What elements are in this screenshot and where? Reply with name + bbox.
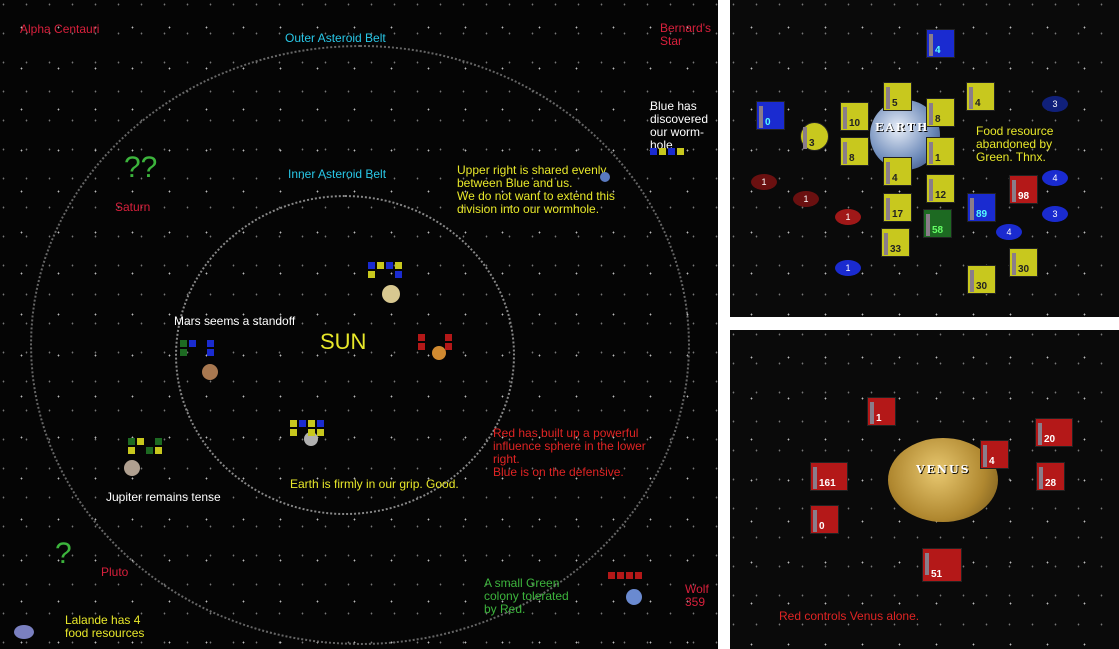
star-lalande[interactable] — [14, 625, 34, 639]
unit[interactable]: 30 — [967, 265, 996, 294]
venus-detail-panel[interactable]: VENUS Red controls Venus alone. 1 161 0 … — [730, 330, 1119, 649]
unit[interactable]: 4 — [883, 157, 912, 186]
unit[interactable]: 98 — [1009, 175, 1038, 204]
label-bernards-star: Bernard's Star — [660, 21, 711, 48]
earth-name: EARTH — [875, 121, 930, 134]
venus-name: VENUS — [916, 463, 971, 476]
unit[interactable]: 161 — [810, 462, 848, 491]
earth-detail-panel[interactable]: EARTH Food resource abandoned by Green. … — [730, 0, 1119, 317]
unit[interactable]: 89 — [967, 193, 996, 222]
unit[interactable]: 8 — [840, 137, 869, 166]
unit[interactable]: 10 — [840, 102, 869, 131]
unit[interactable]: 4 — [926, 29, 955, 58]
planet-earth-mini[interactable] — [382, 285, 400, 303]
note-upper-right: Upper right is shared evenly between Blu… — [457, 163, 615, 216]
jupiter-units-cluster[interactable] — [128, 438, 162, 454]
label-alpha-centauri: Alpha Centauri — [20, 22, 100, 36]
unit[interactable]: 0 — [810, 505, 839, 534]
influence-marker[interactable]: 1 — [751, 174, 777, 190]
earth-note: Food resource abandoned by Green. Thnx. — [976, 124, 1054, 164]
planet-jupiter-mini[interactable] — [124, 460, 140, 476]
planet-venus[interactable] — [888, 438, 998, 522]
unit[interactable]: 28 — [1036, 462, 1065, 491]
unit[interactable]: 17 — [883, 193, 912, 222]
influence-marker[interactable]: 1 — [835, 260, 861, 276]
mars-units-cluster[interactable] — [180, 340, 214, 356]
planet-venus-mini[interactable] — [432, 346, 446, 360]
planet-mars-mini[interactable] — [202, 364, 218, 380]
unit[interactable]: 3 — [800, 122, 829, 151]
label-blue-wormhole: Blue has discovered our worm- hole — [650, 99, 709, 152]
unit[interactable]: 4 — [980, 440, 1009, 469]
venus-units-cluster[interactable] — [418, 334, 452, 350]
label-outer-asteroid-belt: Outer Asteroid Belt — [285, 31, 386, 45]
label-pluto: Pluto — [101, 565, 129, 579]
unit[interactable]: 5 — [883, 82, 912, 111]
solar-system-map[interactable]: Alpha Centauri Outer Asteroid Belt Berna… — [0, 0, 718, 649]
note-lalande: Lalande has 4 food resources — [65, 613, 145, 640]
note-jupiter: Jupiter remains tense — [106, 490, 221, 504]
unit[interactable]: 33 — [881, 228, 910, 257]
label-wolf-359: Wolf 359 — [685, 582, 709, 609]
influence-marker[interactable]: 1 — [793, 191, 819, 207]
star-wolf-359[interactable] — [626, 589, 642, 605]
saturn-unknown-marks: ?? — [124, 151, 158, 184]
influence-marker[interactable]: 1 — [835, 209, 861, 225]
wormhole-units-cluster[interactable] — [650, 148, 684, 155]
unit[interactable]: 1 — [867, 397, 896, 426]
wormhole[interactable] — [600, 172, 610, 182]
earth-units-cluster[interactable] — [368, 262, 402, 278]
unit[interactable]: 12 — [926, 174, 955, 203]
note-red: Red has built up a powerful influence sp… — [493, 426, 646, 479]
influence-marker[interactable]: 4 — [996, 224, 1022, 240]
influence-marker[interactable]: 3 — [1042, 206, 1068, 222]
label-saturn: Saturn — [115, 200, 151, 214]
unit[interactable]: 20 — [1035, 418, 1073, 447]
label-sun: SUN — [320, 329, 367, 354]
unit[interactable]: 58 — [923, 209, 952, 238]
influence-marker[interactable]: 4 — [1042, 170, 1068, 186]
note-mars: Mars seems a standoff — [174, 314, 296, 328]
unit[interactable]: 1 — [926, 137, 955, 166]
influence-marker[interactable]: 3 — [1042, 96, 1068, 112]
unit[interactable]: 8 — [926, 98, 955, 127]
outer-asteroid-belt — [30, 45, 690, 645]
unit[interactable]: 51 — [922, 548, 962, 582]
inner-asteroid-belt — [175, 195, 515, 515]
mercury-units-cluster[interactable] — [290, 420, 324, 436]
unit[interactable]: 0 — [756, 101, 785, 130]
note-earth: Earth is firmly in our grip. Good. — [290, 477, 459, 491]
note-green: A small Green colony tolerated by Red. — [484, 576, 569, 616]
wolf-units-cluster[interactable] — [608, 572, 642, 579]
label-inner-asteroid-belt: Inner Asteroid Belt — [288, 167, 387, 181]
pluto-unknown-mark: ? — [55, 537, 72, 570]
unit[interactable]: 30 — [1009, 248, 1038, 277]
unit[interactable]: 4 — [966, 82, 995, 111]
venus-note: Red controls Venus alone. — [779, 609, 920, 623]
